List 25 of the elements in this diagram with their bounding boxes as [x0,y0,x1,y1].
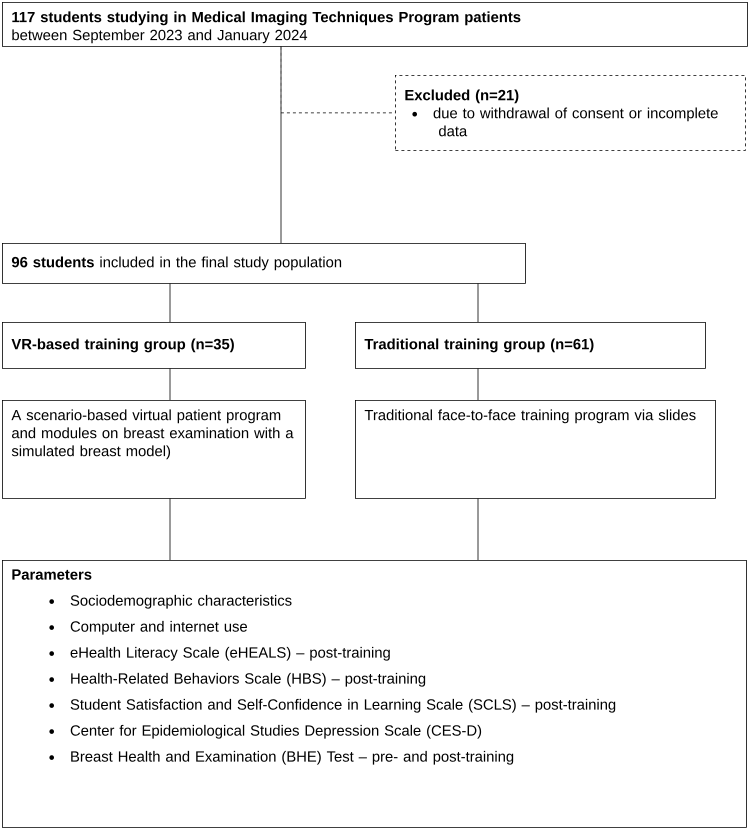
process-box [2,243,526,284]
box-text: Traditional face-to-face training program via slides [364,409,696,424]
box-text: 96 students included in the final study population [12,256,342,270]
heading: Excluded (n=21) [405,89,518,104]
group-box [2,322,306,369]
heading: Parameters [12,569,92,580]
box-text: between September 2023 and January 2024 [12,29,308,44]
bullet-item: Center for Epidemiological Studies Depression Scale (CES-D) [70,724,482,739]
description-box [2,400,306,499]
box-text: A scenario-based virtual patient program and modules on breast examination with a simulated breast model) [11,409,294,460]
bullet-item: Breast Health and Examination (BHE) Test – pre- and post-training [71,750,514,765]
parameters-box [2,560,747,828]
bullet-item: due to withdrawal of consent or incomplete data [434,107,718,136]
heading: VR-based training group (n=35) [12,338,234,352]
heading: Traditional training group (n=61) [364,338,594,352]
description-box [355,400,716,499]
exclusion-box [395,75,746,151]
bullet-item: Student Satisfaction and Self-Confidence in Learning Scale (SCLS) – post-training [70,698,616,713]
group-box [355,322,706,369]
bullet-item: Sociodemographic characteristics [70,594,292,609]
bullet-item: eHealth Literacy Scale (eHEALS) – post-training [70,646,390,661]
heading: 117 students studying in Medical Imaging Techniques Program patients [12,11,520,26]
bullet-item: Health-Related Behaviors Scale (HBS) – post-training [71,672,426,687]
header-box [2,2,748,47]
bullet-item: Computer and internet use [70,620,247,635]
